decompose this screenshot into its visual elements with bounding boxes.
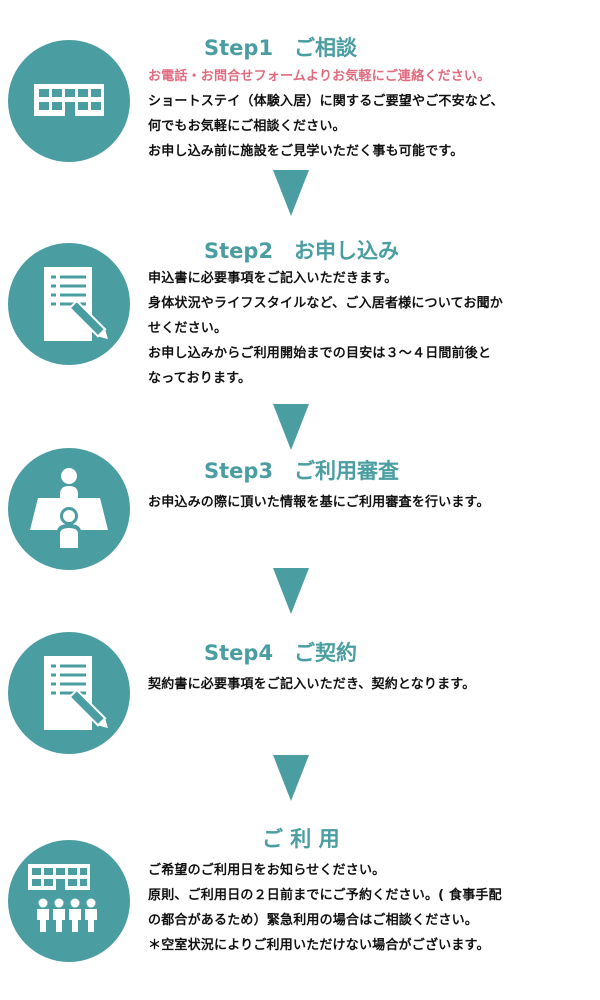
step-2-line-2: 身体状況やライフスタイルなど、ご入居者様についてお聞か xyxy=(148,296,503,311)
arrow-down-icon xyxy=(273,568,309,614)
step-1-line-2: ショートステイ（体験入居）に関するご要望やご不安など、 xyxy=(148,94,504,109)
document-pen-icon xyxy=(44,656,108,730)
step-4-description: 契約書に必要事項をご記入いただき、契約となります。 xyxy=(148,672,588,697)
step-1-icon-circle xyxy=(8,40,130,162)
step-usage-line-1: ご希望のご利用日をお知らせください。 xyxy=(148,863,386,878)
step-2-line-4: お申し込みからご利用開始までの目安は３～４日間前後と xyxy=(148,346,492,361)
interview-icon xyxy=(30,468,108,548)
arrow-down-icon xyxy=(273,755,309,801)
step-usage-line-3: の都合があるため）緊急利用の場合はご相談ください。 xyxy=(148,913,479,928)
step-1-title: Step1 ご相談 xyxy=(204,36,358,60)
step-3-icon-circle xyxy=(8,448,130,570)
building-icon xyxy=(34,84,104,116)
step-1-line-1: お電話・お問合せフォームよりお気軽にご連絡ください。 xyxy=(148,69,491,84)
step-4-line-1: 契約書に必要事項をご記入いただき、契約となります。 xyxy=(148,677,476,692)
step-usage-icon-circle xyxy=(8,840,130,962)
step-2-title: Step2 お申し込み xyxy=(204,239,400,263)
step-usage-title: ご 利 用 xyxy=(262,827,340,851)
step-1-line-3: 何でもお気軽にご相談ください。 xyxy=(148,119,346,134)
step-usage-line-2: 原則、ご利用日の２日前までにご予約ください。( 食事手配 xyxy=(148,888,502,903)
step-2-line-5: なっております。 xyxy=(148,371,252,386)
step-3-description: お申込みの際に頂いた情報を基にご利用審査を行います。 xyxy=(148,490,588,515)
step-1-line-4: お申し込み前に施設をご見学いただく事も可能です。 xyxy=(148,144,464,159)
arrow-down-icon xyxy=(273,170,309,216)
step-4-icon-circle xyxy=(8,632,130,754)
step-2-description: 申込書に必要事項をご記入いただきます。 身体状況やライフスタイルなど、ご入居者様… xyxy=(148,266,588,391)
step-usage-description: ご希望のご利用日をお知らせください。 原則、ご利用日の２日前までにご予約ください… xyxy=(148,858,588,958)
step-4-title: Step4 ご契約 xyxy=(204,641,358,665)
step-usage-line-4: ＊空室状況によりご利用いただけない場合がございます。 xyxy=(148,938,490,953)
step-3-line-1: お申込みの際に頂いた情報を基にご利用審査を行います。 xyxy=(148,495,490,510)
arrow-down-icon xyxy=(273,404,309,450)
building-people-icon xyxy=(28,864,97,932)
step-1-description: お電話・お問合せフォームよりお気軽にご連絡ください。 ショートステイ（体験入居）… xyxy=(148,64,588,164)
step-2-line-3: せください。 xyxy=(148,321,228,336)
step-2-icon-circle xyxy=(8,243,130,365)
document-pen-icon xyxy=(44,267,108,341)
step-2-line-1: 申込書に必要事項をご記入いただきます。 xyxy=(148,271,398,286)
step-3-title: Step3 ご利用審査 xyxy=(204,459,400,483)
